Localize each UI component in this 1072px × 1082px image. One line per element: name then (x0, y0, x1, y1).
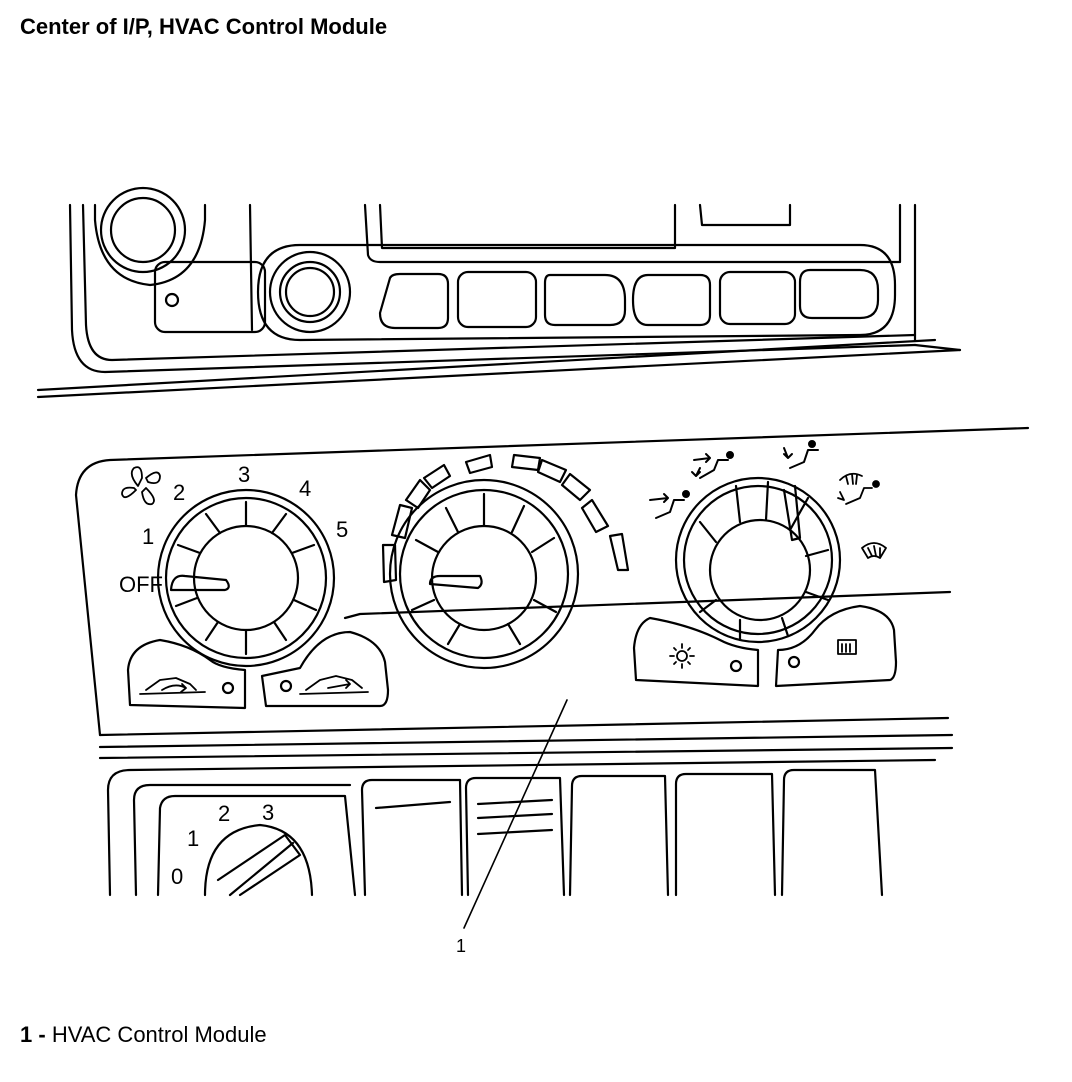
floor-mode-icon (783, 440, 819, 469)
fan-speed-knob (156, 488, 336, 668)
fan-label-off: OFF (119, 572, 163, 597)
diagram-title: Center of I/P, HVAC Control Module (20, 14, 388, 39)
rear-defog-icon (837, 639, 857, 655)
legend-separator: - (38, 1022, 46, 1047)
hvac-control-module-panel (74, 426, 1030, 760)
legend-item: 1 - HVAC Control Module (20, 1022, 267, 1048)
fan-label-4: 4 (299, 476, 311, 501)
temperature-knob (388, 478, 580, 670)
vent-mode-icon (649, 490, 690, 519)
defog-mode-icon (837, 472, 880, 505)
defrost-mode-icon (861, 542, 887, 559)
callout-leader-line (463, 699, 568, 929)
mode-knob (674, 476, 842, 644)
fan-label-3: 3 (238, 462, 250, 487)
radio-bezel (36, 186, 962, 399)
hvac-buttons (126, 604, 898, 710)
legend-text: HVAC Control Module (51, 1022, 267, 1047)
callout-number: 1 (456, 936, 466, 956)
ac-snowflake-icon (669, 643, 695, 669)
lower-knob-label-2: 2 (218, 801, 230, 826)
temperature-scale (381, 453, 630, 584)
fan-label-2: 2 (173, 480, 185, 505)
recirculation-icon (139, 677, 206, 695)
legend-number: 1 (20, 1022, 33, 1047)
fan-label-1: 1 (142, 524, 154, 549)
lower-knob-label-0: 0 (171, 864, 183, 889)
fan-icon (121, 466, 161, 506)
lower-knob-label-1: 1 (187, 826, 199, 851)
bi-level-mode-icon (691, 451, 734, 479)
fan-label-5: 5 (336, 517, 348, 542)
lower-panel (106, 758, 937, 897)
lower-knob-label-3: 3 (262, 800, 274, 825)
outside-air-icon (299, 675, 369, 695)
